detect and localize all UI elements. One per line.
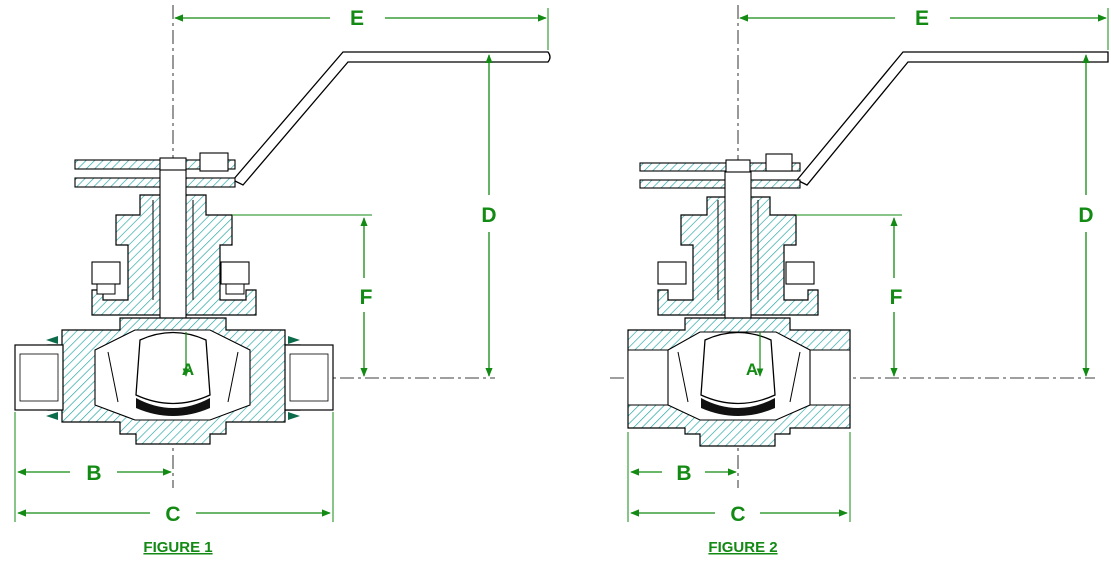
handle-plate-upper xyxy=(74,159,236,170)
figure-1: E D F A B C FIGURE 1 xyxy=(14,5,551,556)
figure-2: E D F A B C FIGURE 2 xyxy=(610,5,1109,556)
dim-label-d: D xyxy=(1078,204,1093,227)
seat-lower xyxy=(136,398,210,416)
dim-label-f: F xyxy=(890,286,903,309)
handle-plate-lower xyxy=(74,177,236,188)
dim-label-b: B xyxy=(86,462,101,485)
seat-taper-right xyxy=(789,351,801,403)
bonnet-bolt-left xyxy=(91,261,121,285)
end-connection-left xyxy=(14,344,64,411)
seat-lower xyxy=(701,398,775,416)
figure-2-caption: FIGURE 2 xyxy=(708,539,777,556)
seat-taper-left xyxy=(107,351,119,403)
end-connection-right xyxy=(284,344,334,411)
seal-right-top xyxy=(288,336,300,344)
stem xyxy=(159,169,187,331)
dim-label-c: C xyxy=(730,503,745,526)
dim-label-c: C xyxy=(165,503,180,526)
dim-label-a: A xyxy=(182,360,194,379)
handle-plate-upper xyxy=(639,162,801,172)
bolt-stud-right xyxy=(225,283,245,295)
dim-label-e: E xyxy=(915,7,929,30)
seal-left-top xyxy=(46,336,58,344)
seat-taper-left xyxy=(677,351,689,403)
lever-handle xyxy=(231,51,551,186)
dim-label-f: F xyxy=(360,286,373,309)
threaded-end-left xyxy=(627,349,669,406)
figure-1-caption: FIGURE 1 xyxy=(143,539,212,556)
bonnet-bolt-left xyxy=(657,261,687,285)
lever-handle xyxy=(795,51,1109,186)
bolt-stud-left xyxy=(96,283,116,295)
dim-label-b: B xyxy=(676,462,691,485)
seat-taper-right xyxy=(227,351,239,403)
threaded-end-right xyxy=(809,349,851,406)
end-bore-right xyxy=(289,353,329,402)
ball xyxy=(700,331,776,405)
seal-right-bottom xyxy=(288,412,300,420)
dim-label-a: A xyxy=(746,360,758,379)
stop-bolt-head xyxy=(199,152,229,172)
handle-plate-lower xyxy=(639,179,801,189)
bonnet-bolt-right xyxy=(785,261,815,285)
seal-left-bottom xyxy=(46,412,58,420)
dim-label-e: E xyxy=(350,7,364,30)
dim-label-d: D xyxy=(481,204,496,227)
stop-bolt-head xyxy=(765,153,793,172)
stem-nut xyxy=(725,159,751,174)
stem xyxy=(724,171,752,331)
bonnet-bolt-right xyxy=(220,261,250,285)
end-bore-left xyxy=(19,353,59,402)
ball xyxy=(135,331,211,405)
